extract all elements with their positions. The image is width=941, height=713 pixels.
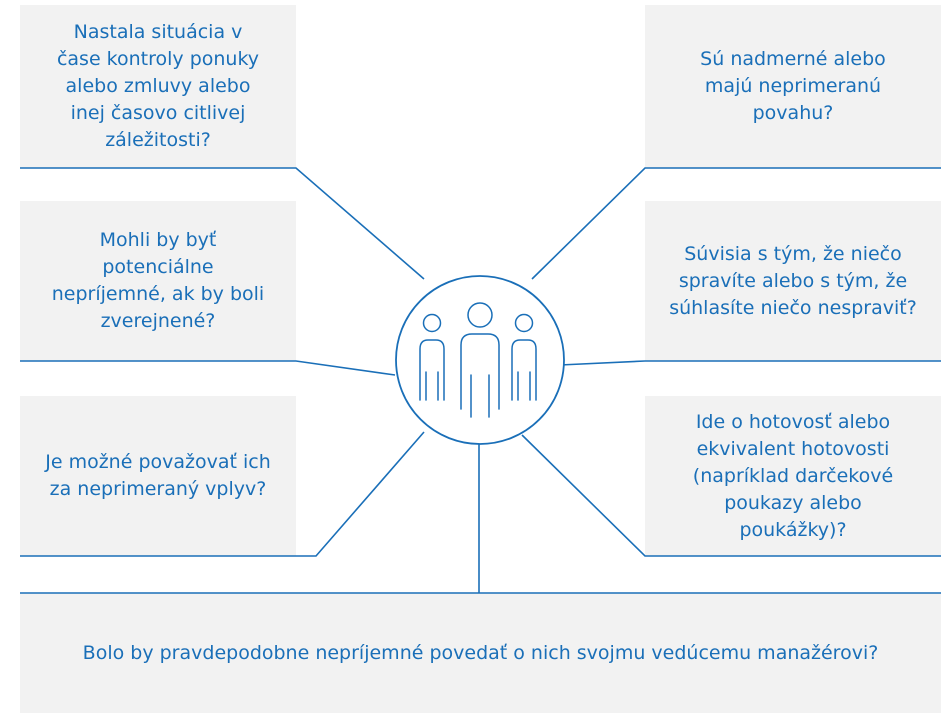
question-text-bottom: Bolo by pravdepodobne nepríjemné povedať… xyxy=(82,641,879,664)
question-text-top-left: Nastala situácia v čase kontroly ponuky … xyxy=(56,21,260,151)
connector-mid-right xyxy=(559,360,941,366)
connector-low-right xyxy=(521,434,941,557)
question-text-low-left: Je možné považovať ich za neprimeraný vp… xyxy=(45,451,271,500)
connector-top-right xyxy=(531,167,941,280)
question-box-low-left: Je možné považovať ich za neprimeraný vp… xyxy=(20,396,296,556)
question-box-bottom: Bolo by pravdepodobne nepríjemné povedať… xyxy=(20,593,941,713)
question-text-mid-right: Súvisia s tým, že niečo spravíte alebo s… xyxy=(669,242,917,319)
question-box-top-left: Nastala situácia v čase kontroly ponuky … xyxy=(20,5,296,168)
question-box-low-right: Ide o hotovosť alebo ekvivalent hotovost… xyxy=(645,396,941,556)
question-box-mid-left: Mohli by byť potenciálne nepríjemné, ak … xyxy=(20,201,296,361)
question-text-top-right: Sú nadmerné alebo majú neprimeranú povah… xyxy=(700,48,886,124)
question-box-mid-right: Súvisia s tým, že niečo spravíte alebo s… xyxy=(645,201,941,361)
question-box-top-right: Sú nadmerné alebo majú neprimeranú povah… xyxy=(645,5,941,168)
connector-top-left xyxy=(20,167,425,280)
question-text-low-right: Ide o hotovosť alebo ekvivalent hotovost… xyxy=(692,410,894,541)
question-text-mid-left: Mohli by byť potenciálne nepríjemné, ak … xyxy=(51,229,265,332)
people-group-icon xyxy=(419,302,537,418)
connector-mid-left xyxy=(20,360,396,376)
connector-low-left xyxy=(20,431,425,557)
center-circle xyxy=(395,275,565,445)
